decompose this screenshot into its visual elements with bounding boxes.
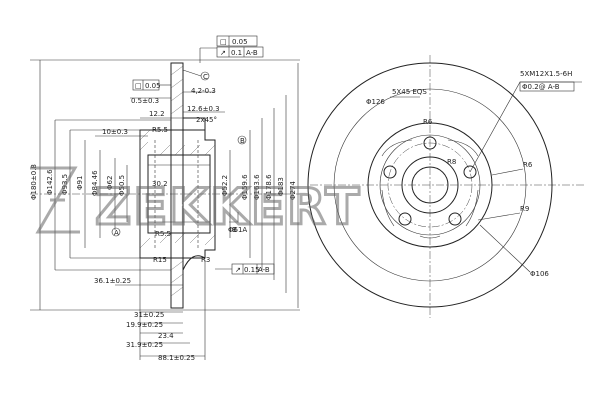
dim-19-9: 19.9±0.25 [126,321,163,329]
dim-2x45: 2x45° [196,116,217,124]
dim-phi180: Φ180±0.8 [30,164,38,200]
friction-ring-hatch [170,65,184,297]
tol-bottom-datum: A-B [258,266,270,274]
flatness-value: 0.05 [145,82,161,90]
friction-ring-inner [333,88,527,282]
friction-ring [170,62,184,309]
dim-r5-5b: R5.5 [155,230,171,238]
callout-c: C [203,73,208,81]
callout-a: A [114,229,119,237]
dim-phi126: Φ126 [366,98,385,106]
bolt-hole-3 [448,212,462,226]
dim-phi62: Φ62 [106,176,114,190]
dim-phi91: Φ91 [76,176,84,190]
bolt-hole-2 [463,165,477,179]
dim-r3: R3 [201,256,210,264]
bolt-circle-spec: 5X45 EQS [392,88,427,96]
hub-body [139,129,216,259]
hat-outer [367,122,493,248]
dim-31-9: 31.9±0.25 [126,341,163,349]
front-view: 5XM12X1.5-6H Φ0.2@ A-B 5X45 EQS Φ126 R6 … [307,55,585,318]
brand-watermark: ZEKKERT [30,166,361,238]
disc-outer-edge [307,62,553,308]
dim-phi178: Φ178.6 [265,174,273,200]
bolt-hole-1 [423,136,437,150]
tol-bottom-symbol: ↗ [235,266,241,274]
bolt-holes [383,136,477,226]
thread-position-frame [519,81,575,92]
hub-outer [401,156,459,214]
dim-r8: R8 [447,158,456,166]
hat-inner [379,134,481,236]
tolerance-frame-runout [216,46,264,58]
dim-thickness: 4,2-0.3 [191,87,216,95]
zekkert-logo-icon [30,166,80,234]
thread-spec: 5XM12X1.5-6H [520,70,572,78]
dim-r15: R15 [153,256,167,264]
callout-a-circle [111,227,121,237]
tol-bottom-value: 0.15 [244,266,260,274]
dim-phi183: Φ183 [277,177,285,196]
dim-10: 10±0.3 [102,128,128,136]
watermark-brand: ZEKKERT [95,178,361,236]
hub-hatch [139,129,216,249]
bolt-hole-5 [383,165,397,179]
dim-12-2: 12.2 [149,110,165,118]
dim-12-6: 12.6±0.3 [187,105,220,113]
tol-runout-value: 0.1 [231,49,242,57]
dim-r5-5: R5.5 [152,126,168,134]
dim-phi52: Φ52.2 [221,175,229,196]
dim-r9: R9 [520,205,529,213]
dim-phi106: Φ106 [530,270,549,278]
callout-b: B [240,137,245,145]
flatness-symbol: □ [135,82,142,90]
dim-phi159: Φ159.6 [241,174,249,200]
dim-phi163: Φ163.6 [253,174,261,200]
dim-phi142: Φ142.6 [46,169,54,195]
thread-position: Φ0.2@ A-B [522,83,560,91]
tol-runout-symbol: ↗ [220,49,226,57]
dim-0-5: 0.5±0.3 [131,97,159,105]
dim-23-4: 23.4 [158,332,174,340]
dim-phi61: Φ61A [228,226,247,234]
hat-pockets [381,139,479,239]
tol-top-value: 0.05 [232,38,248,46]
dim-36-1: 36.1±0.25 [94,277,131,285]
bolt-hole-4 [398,212,412,226]
bolt-circle [387,142,473,228]
dim-phi50: Φ50.5 [118,175,126,196]
callout-b-circle [237,135,247,145]
hat-top [183,117,206,130]
dim-r6b: R6 [523,161,533,169]
dim-31: 31±0.25 [134,311,164,319]
hat-bottom [182,255,206,271]
dim-r6: R6 [423,118,433,126]
tolerance-frame-top [216,35,258,47]
hub-bore [147,154,211,234]
dim-phi274: Φ274 [289,181,297,200]
center-bore [411,166,449,204]
section-view: □ 0.05 ↗ 0.1 A-B □ 0.05 C B B A 4,2-0.3 … [30,35,300,362]
dim-30-2: 30.2 [152,180,168,188]
dim-88-1: 88.1±0.25 [158,354,195,362]
dim-phi84: Φ84.46 [91,170,99,196]
tol-runout-datum: A-B [246,49,258,57]
callout-b2: B [232,226,237,234]
tol-top-symbol: □ [220,38,227,46]
